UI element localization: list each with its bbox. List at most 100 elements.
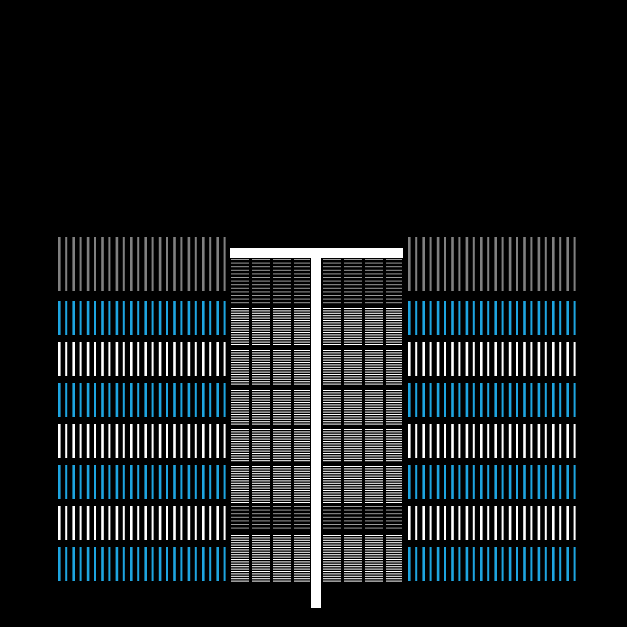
stripe-bar [465, 237, 469, 291]
stripe-bar [86, 301, 90, 335]
hatch-line [273, 327, 291, 329]
hatch-line [365, 571, 383, 572]
hatch-line [231, 431, 249, 433]
hatch-line [294, 516, 310, 518]
tee-crossbar [230, 248, 403, 258]
stripe-bar [58, 301, 61, 335]
hatch-line [252, 436, 270, 438]
hatch-line [386, 399, 402, 401]
stripe-bar [552, 547, 555, 581]
hatch-line [344, 578, 362, 580]
hatch-line [252, 404, 270, 406]
hatch-line [231, 429, 249, 430]
hatch-line [273, 354, 291, 356]
hatch-line [231, 336, 249, 338]
hatch-line [231, 262, 249, 264]
hatch-line [294, 423, 310, 425]
hatch-line [365, 551, 383, 553]
hatch-line [231, 445, 249, 447]
stripe-bar [501, 424, 504, 458]
hatch-line [386, 573, 402, 575]
hatch-line [252, 457, 270, 459]
hatch-line [252, 494, 270, 496]
hatch-line [294, 320, 310, 321]
stripe-bar [202, 237, 205, 291]
hatch-line [365, 499, 383, 501]
stripe-bar [94, 547, 96, 581]
hatch-line [231, 344, 249, 345]
hatch-line [231, 509, 249, 511]
hatch-line [252, 433, 270, 435]
hatch-line [386, 341, 402, 343]
stripe-bar [202, 383, 205, 417]
hatch-line [386, 556, 402, 558]
stripe-bar [216, 383, 219, 417]
stripe-bar [494, 383, 497, 417]
stripe-bar [508, 301, 512, 335]
hatch-line [294, 324, 310, 326]
hatch-line [344, 453, 362, 454]
hatch-line [386, 315, 402, 317]
stripe-bar [444, 342, 446, 376]
hatch-line [231, 492, 249, 494]
hatch-line [365, 470, 383, 472]
stripe-bar [79, 342, 82, 376]
hatch-line [386, 559, 402, 560]
stripe-bar [144, 465, 147, 499]
stripe-bar [151, 547, 154, 581]
stripe-bar [216, 506, 219, 540]
stripe-bar [472, 547, 475, 581]
hatch-line [231, 466, 249, 467]
hatch-line [294, 448, 310, 450]
stripe-bar [544, 301, 547, 335]
stripe-bar [552, 301, 555, 335]
hatch-line [273, 524, 291, 525]
stripe-bar [487, 237, 490, 291]
hatch-line [386, 320, 402, 321]
stripe-bar [415, 383, 418, 417]
hatch-line [344, 445, 362, 447]
hatch-line [365, 485, 383, 487]
hatch-line [365, 329, 383, 331]
hatch-line [344, 371, 362, 373]
hatch-line [273, 320, 291, 321]
hatch-line [386, 487, 402, 489]
hatch-line [323, 324, 341, 326]
hatch-line [231, 287, 249, 289]
hatch-line [323, 404, 341, 406]
hatch-line [273, 448, 291, 450]
hatch-line [323, 374, 341, 375]
stripe-bar [516, 547, 518, 581]
stripe-bar [559, 237, 562, 291]
stripe-bar [552, 237, 555, 291]
stripe-bar [472, 383, 475, 417]
hatch-line [273, 470, 291, 472]
hatch-line [252, 291, 270, 293]
stripe-bar [115, 383, 119, 417]
hatch-line [323, 362, 341, 363]
hatch-line [344, 308, 362, 309]
hatch-line [252, 423, 270, 425]
hatch-line [365, 578, 383, 580]
hatch-line [365, 376, 383, 378]
hatch-line [344, 544, 362, 546]
hatch-line [231, 277, 249, 278]
hatch-line [386, 497, 402, 499]
hatch-line [294, 369, 310, 371]
hatch-line [323, 421, 341, 423]
hatch-line [344, 378, 362, 380]
stripe-bar [516, 465, 518, 499]
hatch-line [273, 308, 291, 309]
stripe-bar [444, 383, 446, 417]
hatch-line [252, 542, 270, 544]
hatch-line [365, 544, 383, 546]
stripe-bar [180, 301, 183, 335]
hatch-line [294, 561, 310, 563]
hatch-line [386, 381, 402, 383]
hatch-line [231, 482, 249, 484]
hatch-line [252, 549, 270, 551]
stripe-bar [444, 301, 446, 335]
hatch-line [231, 460, 249, 462]
hatch-line [365, 563, 383, 565]
stripe-bar [415, 506, 418, 540]
